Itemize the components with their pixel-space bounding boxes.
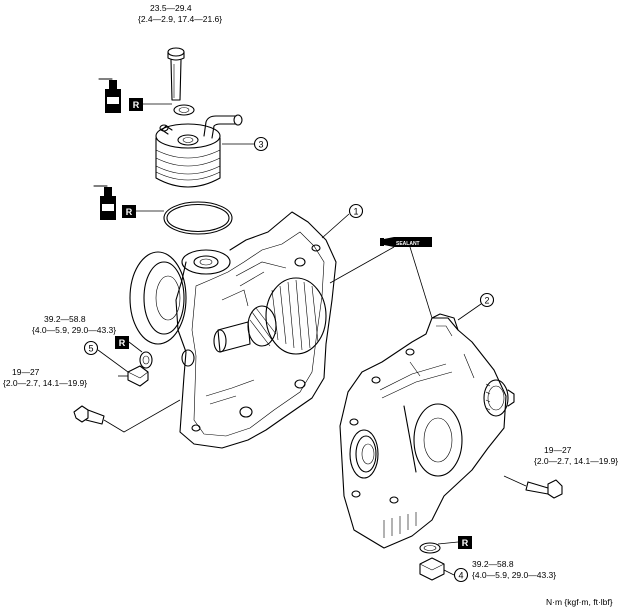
replace-badge: R [115, 336, 129, 349]
callout-5: 5 [83, 340, 99, 356]
bolt [73, 405, 105, 425]
oil-cooler-bolt [167, 47, 185, 101]
torque-value: 39.2—58.8 [44, 314, 86, 324]
gasket-washer [139, 351, 153, 369]
oil-can-icon [93, 185, 116, 220]
torque-value: 19—27 [12, 367, 40, 377]
plug [127, 365, 149, 387]
torque-value: 23.5—29.4 [150, 3, 192, 13]
callout-number: 4 [458, 571, 463, 581]
sealant-tube-icon: SEALANT [380, 237, 432, 247]
torque-label-oil-cooler-bolt: 23.5—29.4 {2.4—2.9, 17.4—21.6} [138, 3, 222, 24]
gasket-washer [419, 542, 441, 554]
replace-badge-text: R [133, 100, 140, 110]
callout-3: 3 [253, 136, 269, 152]
o-ring [163, 201, 233, 235]
callout-number: 1 [353, 207, 358, 217]
torque-value-alt: {2.0—2.7, 14.1—19.9} [534, 456, 618, 466]
callout-number: 2 [484, 296, 489, 306]
oil-cooler [155, 114, 243, 188]
transfer-case-housing-right [339, 313, 515, 549]
torque-value: 39.2—58.8 [472, 559, 514, 569]
callout-number: 3 [258, 140, 263, 150]
callout-1: 1 [348, 203, 364, 219]
torque-value-alt: {2.4—2.9, 17.4—21.6} [138, 14, 222, 24]
torque-label-plug-4: 39.2—58.8 {4.0—5.9, 29.0—43.3} [472, 559, 556, 580]
torque-value-alt: {4.0—5.9, 29.0—43.3} [472, 570, 556, 580]
replace-badge-text: R [126, 207, 133, 217]
replace-badge-text: R [462, 538, 469, 548]
plug [419, 557, 445, 581]
callout-2: 2 [479, 292, 495, 308]
replace-badge: R [458, 536, 472, 549]
unit-label: N·m {kgf·m, ft·lbf} [546, 597, 613, 607]
transfer-case-housing-left [129, 211, 337, 449]
callout-4: 4 [453, 567, 469, 583]
replace-badge: R [122, 205, 136, 218]
replace-badge: R [129, 98, 143, 111]
torque-label-left-bolt: 19—27 {2.0—2.7, 14.1—19.9} [3, 367, 87, 388]
sealant-label: SEALANT [396, 241, 420, 247]
bolt [525, 479, 563, 499]
torque-value-alt: {2.0—2.7, 14.1—19.9} [3, 378, 87, 388]
oil-can-icon [98, 78, 121, 113]
torque-label-right-bolt: 19—27 {2.0—2.7, 14.1—19.9} [534, 445, 618, 466]
replace-badge-text: R [119, 338, 126, 348]
washer [173, 104, 195, 116]
torque-value-alt: {4.0—5.9, 29.0—43.3} [32, 325, 116, 335]
torque-label-plug-5: 39.2—58.8 {4.0—5.9, 29.0—43.3} [32, 314, 116, 335]
callout-number: 5 [88, 344, 93, 354]
torque-value: 19—27 [544, 445, 572, 455]
